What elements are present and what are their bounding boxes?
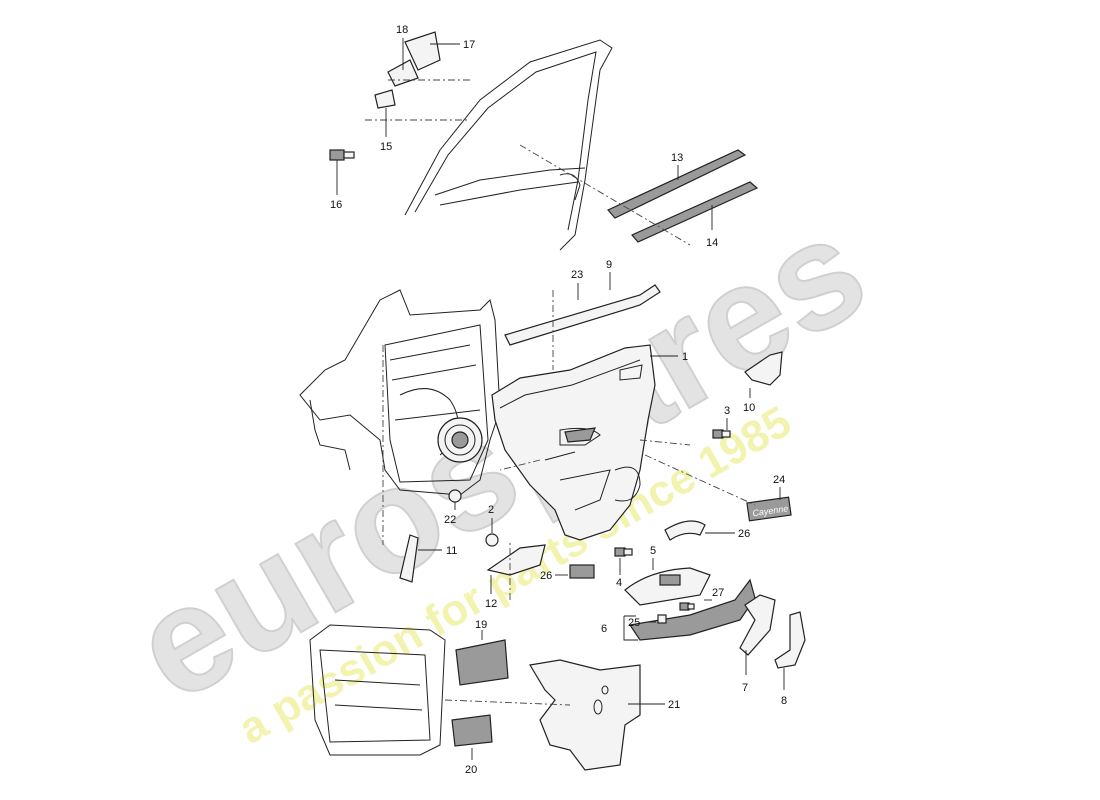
insulation-mat-21 (529, 659, 641, 771)
callout-13: 13 (671, 152, 683, 164)
door-shell (299, 289, 501, 496)
sound-pad-19 (455, 639, 509, 686)
inner-shaft-seal (631, 181, 759, 243)
leader-lines (336, 38, 785, 760)
armrest-switch-panel (624, 567, 711, 606)
callout-24: 24 (773, 474, 785, 486)
armrest-pad-8 (774, 611, 806, 669)
callout-23: 23 (571, 269, 583, 281)
callout-4: 4 (616, 577, 622, 589)
callout-14: 14 (706, 237, 718, 249)
upper-door-frame (404, 39, 613, 251)
module-26 (569, 564, 595, 579)
door-trim-panel (491, 344, 656, 541)
sound-pad-20 (451, 714, 493, 747)
callout-1: 1 (682, 351, 688, 363)
lower-door-shell (309, 624, 446, 756)
callout-5: 5 (650, 545, 656, 557)
grab-handle-26 (664, 520, 706, 541)
armrest-pad-7 (739, 594, 776, 656)
callout-26-grab-handle: 26 (738, 528, 750, 540)
cayenne-emblem: Cayenne (746, 496, 792, 522)
screw-27 (679, 602, 695, 611)
callout-6: 6 (601, 623, 607, 635)
assembly-lines (365, 79, 756, 706)
bracket-12 (486, 544, 546, 576)
callout-8: 8 (781, 695, 787, 707)
screw-16 (329, 149, 355, 161)
clip-25 (657, 614, 667, 624)
triangle-cover-11 (399, 534, 419, 583)
clip-22 (448, 489, 462, 503)
callout-2: 2 (488, 504, 494, 516)
callout-25: 25 (628, 617, 640, 629)
handle-cover (744, 351, 783, 386)
callout-22: 22 (444, 514, 456, 526)
emblem-text: Cayenne (752, 503, 789, 518)
outer-shaft-seal (607, 149, 747, 219)
speaker-inner (451, 431, 469, 449)
switch-block (659, 574, 681, 586)
cover-cap-17 (404, 31, 441, 71)
screw-3 (712, 429, 731, 439)
callout-3: 3 (724, 405, 730, 417)
callout-26-module: 26 (540, 570, 552, 582)
callout-19: 19 (475, 619, 487, 631)
callout-18: 18 (396, 24, 408, 36)
clip-2 (485, 533, 499, 547)
window-seal-strip (504, 284, 661, 346)
cover-cap-15 (374, 89, 396, 109)
callout-9: 9 (606, 259, 612, 271)
callout-11: 11 (446, 545, 457, 557)
callout-10: 10 (743, 402, 755, 414)
callout-20: 20 (465, 764, 477, 776)
callout-21: 21 (668, 699, 680, 711)
callout-15: 15 (380, 141, 392, 153)
callout-12: 12 (485, 598, 497, 610)
callout-labels: 1 2 3 4 5 6 7 8 9 10 11 12 13 14 15 16 1… (330, 24, 787, 776)
speaker-mid (444, 424, 476, 456)
callout-27: 27 (712, 587, 724, 599)
callout-17: 17 (463, 39, 475, 51)
callout-16: 16 (330, 199, 342, 211)
screw-4 (614, 547, 633, 557)
callout-7: 7 (742, 682, 748, 694)
